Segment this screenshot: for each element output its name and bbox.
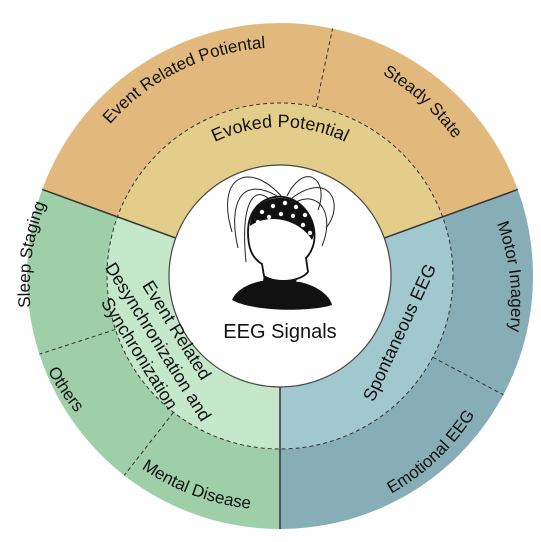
center-label: EEG Signals	[223, 321, 336, 343]
middle-ring-boundary	[106, 102, 454, 450]
divider-evoked-spontaneous	[384, 188, 518, 239]
evoked-outer-ring	[42, 22, 518, 217]
evoked-inner-ring	[117, 103, 443, 239]
eeg-cap-head-icon	[227, 176, 335, 310]
divider-erd-evoked	[42, 188, 176, 239]
erd-outer-ring	[26, 189, 281, 529]
divider-erp-steady	[315, 28, 334, 107]
spontaneous-inner-ring	[280, 216, 453, 449]
divider-others-sleep	[39, 328, 116, 355]
divider-mental-others	[123, 412, 174, 476]
spontaneous-outer-ring	[280, 189, 533, 529]
divider-motor-emotional	[432, 356, 504, 396]
erd-inner-ring	[107, 216, 281, 449]
